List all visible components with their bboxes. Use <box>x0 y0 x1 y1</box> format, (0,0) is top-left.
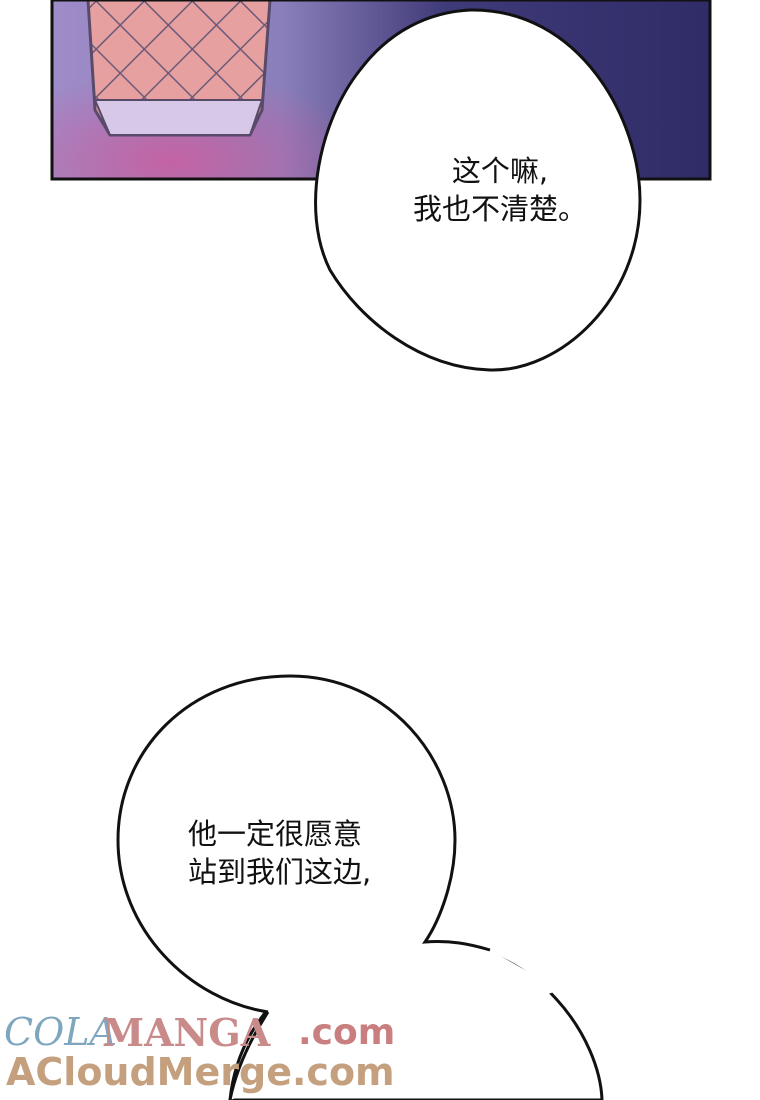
bubble-1-text: 这个嘛, 我也不清楚。 <box>380 152 620 228</box>
bubble-1-line-2: 我也不清楚。 <box>412 192 587 226</box>
watermark-manga: MANGA <box>102 1010 271 1055</box>
watermark-acloudmerge: ACloudMerge.com <box>6 1050 395 1094</box>
bubble-2-line-1: 他一定很愿意 <box>188 817 363 851</box>
watermark-com: .com <box>298 1012 396 1053</box>
bubble-2-line-2: 站到我们这边, <box>188 855 372 889</box>
bubble-1-line-1: 这个嘛, <box>451 154 549 188</box>
bubble-2-text: 他一定很愿意 站到我们这边, <box>160 815 468 891</box>
watermark-cola: COLA <box>4 1010 117 1054</box>
speech-bubble-1 <box>314 8 642 372</box>
speech-bubble-2 <box>118 676 560 1100</box>
